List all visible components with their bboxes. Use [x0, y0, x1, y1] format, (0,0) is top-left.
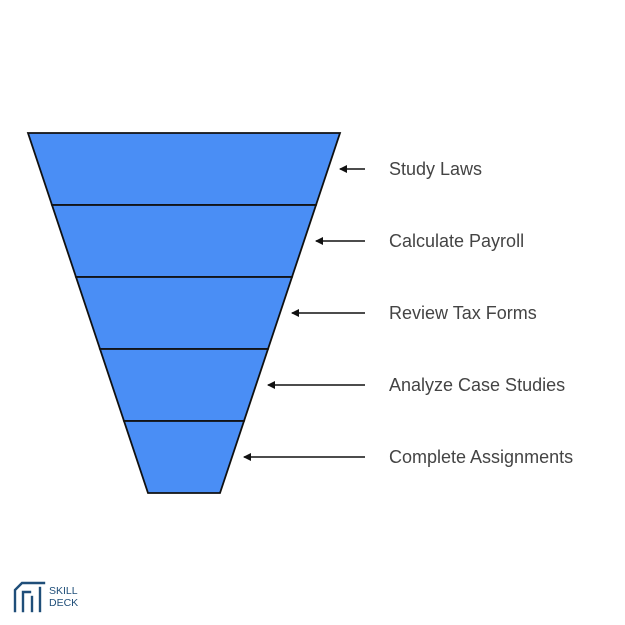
funnel-stage-2	[50, 204, 318, 278]
stage-label-4: Analyze Case Studies	[389, 375, 565, 395]
logo-mark-icon	[13, 581, 46, 613]
logo-text-line2: DECK	[49, 597, 78, 609]
funnel-stage-1	[26, 132, 342, 206]
funnel-stages	[26, 132, 342, 494]
stage-labels: Study Laws Calculate Payroll Review Tax …	[389, 159, 573, 467]
stage-label-3: Review Tax Forms	[389, 303, 537, 323]
funnel-stage-3	[74, 276, 294, 350]
stage-arrows	[243, 165, 365, 461]
stage-label-5: Complete Assignments	[389, 447, 573, 467]
stage-label-1: Study Laws	[389, 159, 482, 179]
skilldeck-logo: SKILL DECK	[13, 581, 78, 613]
stage-label-2: Calculate Payroll	[389, 231, 524, 251]
funnel-stage-5	[122, 420, 246, 494]
funnel-stage-4	[98, 348, 270, 422]
logo-text-line1: SKILL	[49, 585, 78, 597]
